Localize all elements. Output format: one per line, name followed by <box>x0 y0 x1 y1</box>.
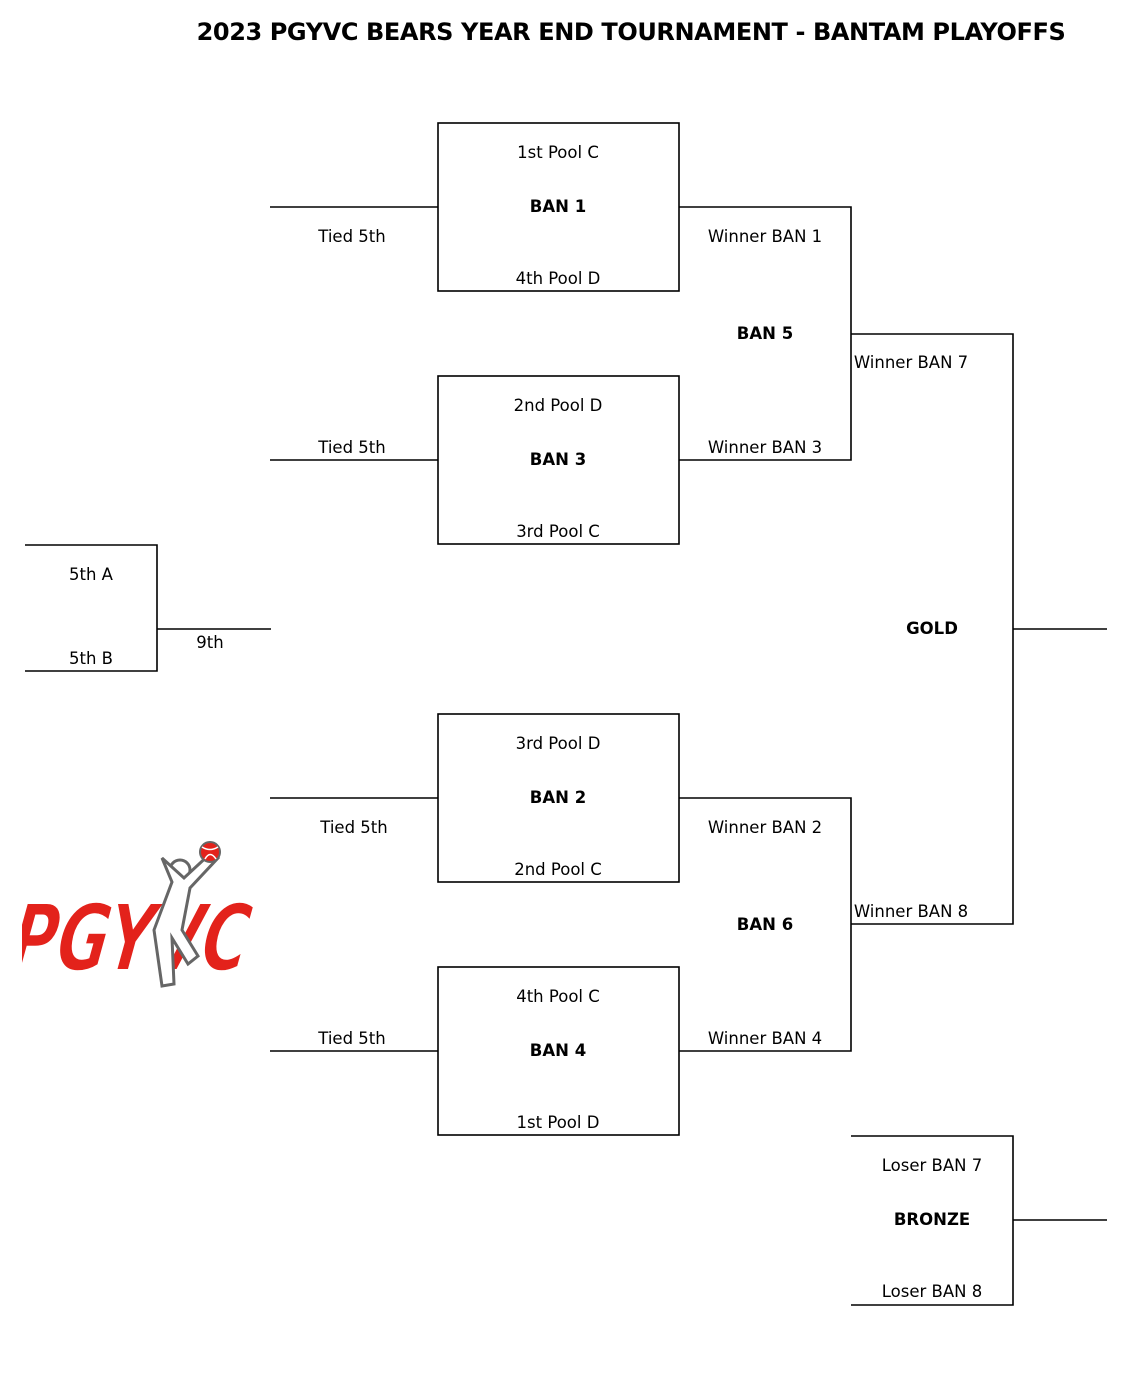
bronze-top-team: Loser BAN 7 <box>881 1156 983 1175</box>
ban4-game-name: BAN 4 <box>529 1041 587 1060</box>
ban6-game-name: BAN 6 <box>736 915 794 934</box>
ban1-bottom-team: 4th Pool D <box>515 269 601 288</box>
ban2-top-team: 3rd Pool D <box>515 734 601 753</box>
page-title: 2023 PGYVC BEARS YEAR END TOURNAMENT - B… <box>196 18 1066 46</box>
logo-text: PGYVC <box>22 884 257 991</box>
prelim-bottom-label: 5th B <box>69 649 113 668</box>
ban4-bottom-team: 1st Pool D <box>516 1113 600 1132</box>
ban1-game-name: BAN 1 <box>529 197 587 216</box>
gold-game-name: GOLD <box>906 619 958 638</box>
ban2-bottom-team: 2nd Pool C <box>514 860 602 879</box>
ban5-game-name: BAN 5 <box>736 324 794 343</box>
ban6-top-team: Winner BAN 2 <box>707 818 823 837</box>
ban3-top-team: 2nd Pool D <box>513 396 603 415</box>
ban6-bottom-team: Winner BAN 4 <box>707 1029 823 1048</box>
ban1-top-team: 1st Pool C <box>517 143 599 162</box>
ban3-bottom-team: 3rd Pool C <box>516 522 600 541</box>
bronze-bottom-team: Loser BAN 8 <box>881 1282 983 1301</box>
bronze-game-name: BRONZE <box>893 1210 971 1229</box>
ban1-side-label: Tied 5th <box>318 227 386 246</box>
volleyball-icon <box>199 841 221 863</box>
pgyvc-logo: PGYVC <box>22 841 258 993</box>
bronze-bracket <box>851 1135 1107 1306</box>
ban3-side-label: Tied 5th <box>318 438 386 457</box>
ban5-bottom-team: Winner BAN 3 <box>707 438 823 457</box>
ban2-side-label: Tied 5th <box>320 818 388 837</box>
ban4-top-team: 4th Pool C <box>516 987 600 1006</box>
prelim-bracket <box>25 544 271 672</box>
prelim-top-label: 5th A <box>69 565 113 584</box>
gold-bottom-team: Winner BAN 8 <box>853 902 969 921</box>
gold-bracket <box>851 333 1107 925</box>
ban3-game-name: BAN 3 <box>529 450 587 469</box>
ban4-side-label: Tied 5th <box>318 1029 386 1048</box>
prelim-result-label: 9th <box>196 633 224 652</box>
gold-top-team: Winner BAN 7 <box>853 353 969 372</box>
ban5-top-team: Winner BAN 1 <box>707 227 823 246</box>
ban2-game-name: BAN 2 <box>529 788 587 807</box>
